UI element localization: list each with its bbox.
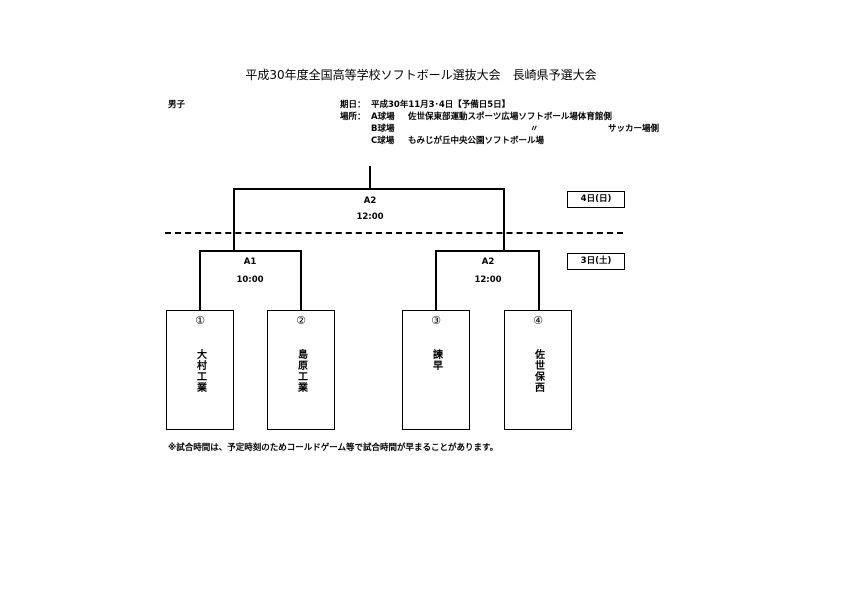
venue-b-ditto: 〃 xyxy=(530,124,539,134)
venue-c-label: C球場 xyxy=(371,136,395,146)
category-label: 男子 xyxy=(168,100,186,110)
final-horizontal xyxy=(233,188,505,190)
date-value: 平成30年11月3･4日【予備日5日】 xyxy=(371,100,511,110)
venue-a-value: 佐世保東部運動スポーツ広場ソフトボール場体育館側 xyxy=(408,112,612,122)
final-right-drop xyxy=(503,188,505,250)
venue-b-label: B球場 xyxy=(371,124,395,134)
venue-a-label: A球場 xyxy=(371,112,395,122)
date-label: 期日： xyxy=(340,100,366,110)
team-name: 島原工業 xyxy=(295,349,307,393)
day-divider xyxy=(165,232,623,234)
semi-right-drop-1 xyxy=(435,250,437,310)
team-number: ① xyxy=(195,314,205,327)
semi-right-horizontal xyxy=(435,250,539,252)
team-number: ② xyxy=(296,314,306,327)
team-box-3: ③ 諫早 xyxy=(402,310,470,430)
team-box-1: ① 大村工業 xyxy=(166,310,234,430)
team-box-4: ④ 佐世保西 xyxy=(504,310,572,430)
day3-badge: 3日(土) xyxy=(567,253,625,270)
place-label: 場所： xyxy=(340,112,366,122)
semi-right-time: 12:00 xyxy=(474,275,502,285)
venue-c-value: もみじが丘中央公園ソフトボール場 xyxy=(408,136,545,146)
semi-left-drop-2 xyxy=(300,250,302,310)
final-left-drop xyxy=(233,188,235,250)
schedule-note: ※試合時間は、予定時刻のためコールドゲーム等で試合時間が早まることがあります。 xyxy=(168,443,499,453)
final-time: 12:00 xyxy=(356,212,384,222)
venue-b-extra: サッカー場側 xyxy=(608,124,660,134)
team-name: 大村工業 xyxy=(194,349,206,393)
team-box-2: ② 島原工業 xyxy=(267,310,335,430)
page-title: 平成30年度全国高等学校ソフトボール選抜大会 長崎県予選大会 xyxy=(245,68,597,82)
semi-right-venue: A2 xyxy=(481,257,495,267)
semi-left-time: 10:00 xyxy=(236,275,264,285)
day4-badge: 4日(日) xyxy=(567,191,625,208)
semi-left-venue: A1 xyxy=(243,257,257,267)
final-venue: A2 xyxy=(363,196,377,206)
final-top-stem xyxy=(369,166,371,188)
team-name: 佐世保西 xyxy=(532,349,544,393)
semi-left-horizontal xyxy=(199,250,302,252)
team-number: ④ xyxy=(533,314,543,327)
semi-right-drop-2 xyxy=(538,250,540,310)
semi-left-drop-1 xyxy=(199,250,201,310)
team-name: 諫早 xyxy=(430,349,442,371)
team-number: ③ xyxy=(431,314,441,327)
